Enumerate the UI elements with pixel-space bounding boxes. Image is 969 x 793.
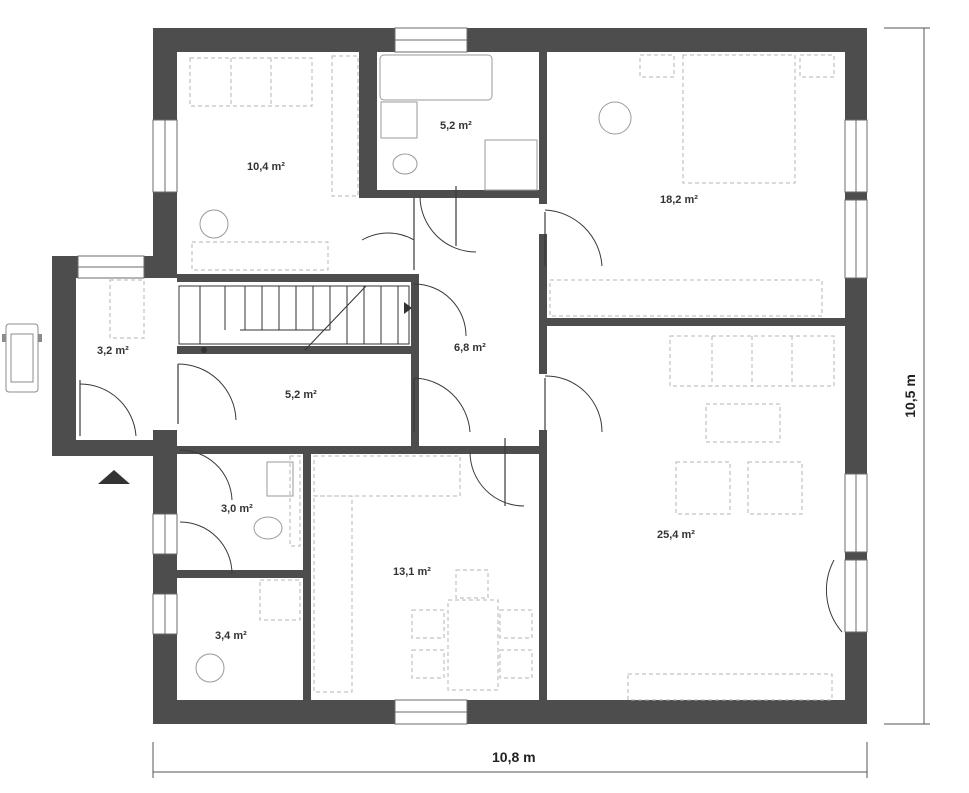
room-label-hall: 5,2 m² (285, 389, 317, 401)
car-icon (2, 323, 42, 393)
windows (77, 27, 868, 725)
room-label-wc: 3,0 m² (221, 503, 253, 515)
dimension-height: 10,5 m (884, 27, 930, 725)
dimension-width: 10,8 m (152, 742, 868, 778)
room-label-bedroom-large: 18,2 m² (660, 194, 698, 206)
room-label-utility: 3,4 m² (215, 630, 247, 642)
room-label-living-room: 25,4 m² (657, 529, 695, 541)
width-dimension-label: 10,8 m (492, 749, 536, 765)
room-label-bedroom-small: 10,4 m² (247, 161, 285, 173)
staircase (178, 285, 412, 353)
room-labels: 10,4 m² 5,2 m² 18,2 m² 3,2 m² 6,8 m² 5,2… (97, 120, 698, 642)
room-label-vestibule: 3,2 m² (97, 345, 129, 357)
entrance-arrow-icon (98, 470, 130, 484)
furniture (109, 54, 835, 701)
room-label-bathroom: 5,2 m² (440, 120, 472, 132)
height-dimension-label: 10,5 m (902, 374, 918, 418)
interior-walls (169, 52, 845, 700)
room-label-staircase-area: 6,8 m² (454, 342, 486, 354)
doors (79, 186, 843, 633)
room-label-kitchen: 13,1 m² (393, 566, 431, 578)
